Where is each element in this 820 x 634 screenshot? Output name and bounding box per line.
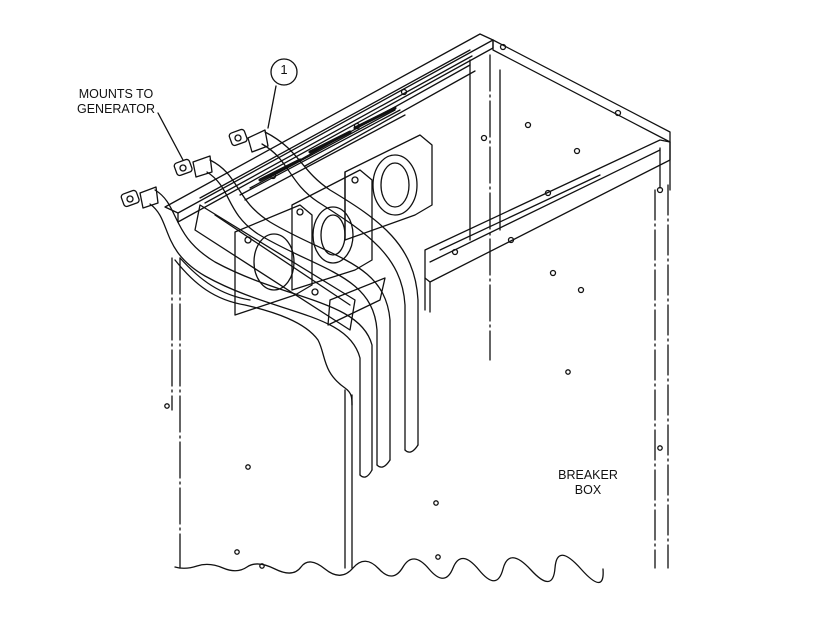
- callout-bubble: [270, 58, 298, 86]
- breaker-label-line2: BOX: [574, 483, 602, 497]
- cable-3: [149, 189, 373, 478]
- cable-2: [206, 159, 391, 468]
- mounts-label-line2: GENERATOR: [76, 102, 156, 116]
- cable-shroud: [174, 257, 353, 406]
- cable-lug-2: [173, 155, 213, 178]
- cable-lug-1: [228, 128, 269, 153]
- leader-lines: [157, 85, 277, 161]
- breaker-terminals: [234, 106, 433, 316]
- cable-1: [261, 131, 419, 453]
- breaker-label-line1: BREAKER: [558, 468, 618, 482]
- mounts-label-line1: MOUNTS TO: [78, 87, 154, 101]
- cable-lug-3: [120, 186, 159, 209]
- breaker-box: [164, 54, 669, 584]
- callout-number: 1: [280, 62, 288, 77]
